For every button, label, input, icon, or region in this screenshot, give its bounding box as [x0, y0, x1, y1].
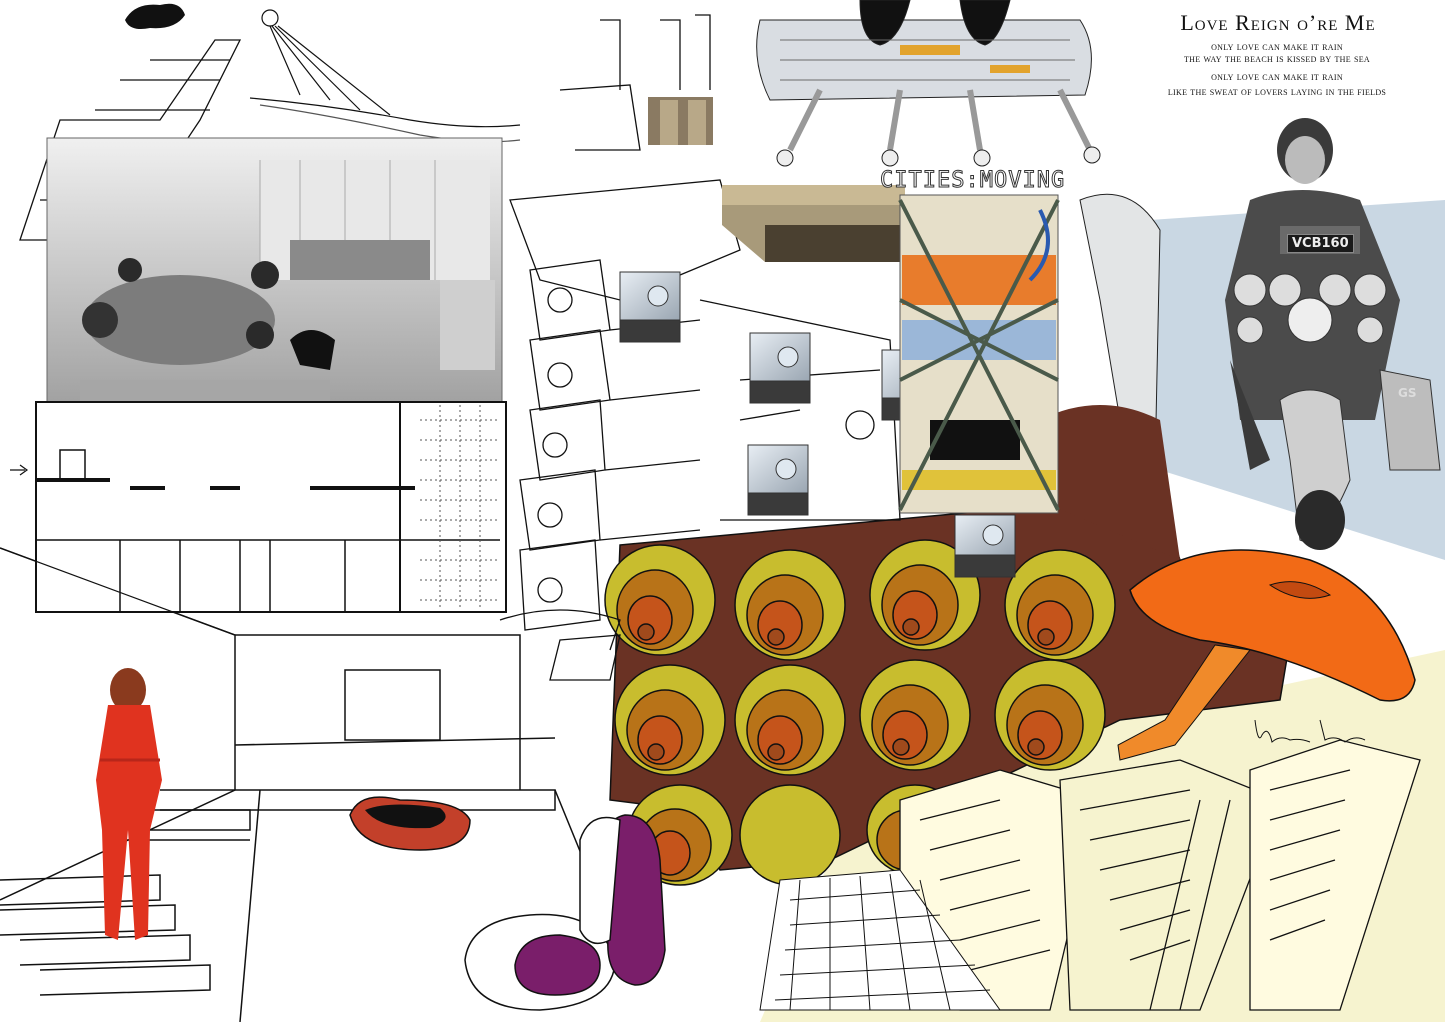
red-beanbag — [349, 796, 471, 851]
grid-floor — [759, 869, 1001, 1011]
pod-grid — [604, 539, 1116, 886]
purple-chair — [464, 814, 666, 1011]
landscape-sketch — [249, 9, 521, 143]
theatre-panel — [898, 194, 1060, 514]
mod-scooter-rider — [1225, 118, 1441, 550]
walking-city — [756, 0, 1101, 167]
brown-band — [1040, 405, 1180, 560]
floor-plan — [0, 401, 507, 636]
woman-in-red — [96, 668, 162, 940]
artist-signature — [1254, 719, 1366, 743]
tree-blot — [125, 3, 185, 29]
lyric-line-2: the way the beach is kissed by the sea — [1184, 53, 1370, 65]
lyric-line-4: like the sweat of lovers laying in the f… — [1167, 86, 1387, 98]
lyric-line-1: only love can make it rain — [1211, 41, 1343, 53]
capsule-cubes — [619, 271, 1016, 578]
interior-photo — [46, 137, 503, 429]
orange-umbrella — [1117, 549, 1416, 761]
scooter-plate: VCB160 — [1287, 234, 1354, 253]
cities-moving-label: CITIES:MOVING — [879, 168, 1066, 194]
building-sketch-right — [899, 739, 1421, 1011]
concrete-building — [648, 97, 905, 262]
lyric-line-3: only love can make it rain — [1211, 71, 1343, 83]
scooter-rear-badge: GS — [1398, 386, 1417, 400]
lyric-title: Love Reign o’re Me — [1180, 10, 1376, 35]
